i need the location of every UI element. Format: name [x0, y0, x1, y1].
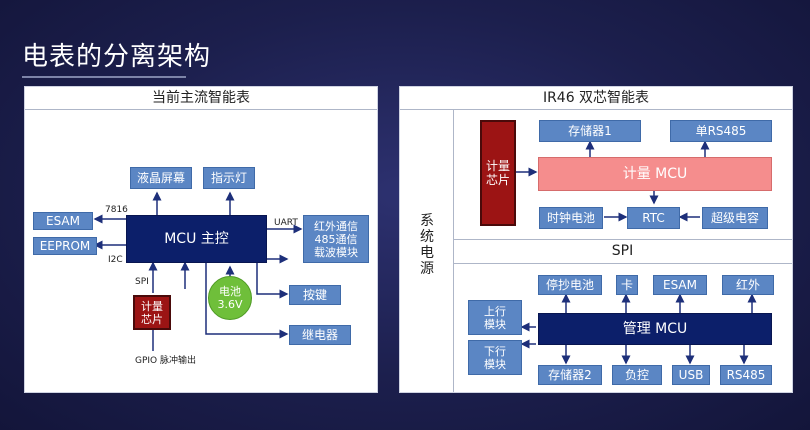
- esam-label: ESAM: [46, 214, 80, 228]
- label-7816: 7816: [105, 205, 128, 215]
- indicator-box: 指示灯: [203, 167, 255, 189]
- page-title: 电表的分离架构: [22, 42, 212, 72]
- right-wires: [516, 140, 757, 365]
- rtc-box: RTC: [627, 207, 680, 229]
- rs485-label: RS485: [726, 368, 766, 382]
- label-gpio: GPIO 脉冲输出: [135, 356, 197, 366]
- card-box: 卡: [616, 275, 638, 295]
- rs485-single-label: 单RS485: [695, 124, 747, 138]
- battery-circle: 电池 3.6V: [208, 276, 252, 320]
- infrared-label: 红外: [735, 278, 760, 292]
- load-control-box: 负控: [612, 365, 662, 385]
- meter-chip-label-right: 计量 芯片: [485, 159, 510, 187]
- meter-chip-box-right: 计量 芯片: [480, 120, 516, 226]
- infrared-box: 红外: [722, 275, 774, 295]
- label-uart: UART: [274, 218, 298, 228]
- rs485-single-box: 单RS485: [670, 120, 772, 142]
- uplink-label: 上行 模块: [484, 304, 506, 331]
- comm-label: 红外通信 485通信 载波模块: [314, 219, 358, 259]
- comm-box: 红外通信 485通信 载波模块: [303, 215, 369, 263]
- downlink-label: 下行 模块: [484, 344, 506, 371]
- meter-chip-label: 计量 芯片: [141, 299, 163, 326]
- load-control-label: 负控: [624, 368, 649, 382]
- mgmt-mcu-box: 管理 MCU: [538, 313, 772, 345]
- rtc-label: RTC: [642, 211, 665, 225]
- lcd-box: 液晶屏幕: [130, 167, 192, 189]
- clock-battery-box: 时钟电池: [539, 207, 603, 229]
- side-divider: [453, 109, 454, 392]
- label-i2c: I2C: [108, 255, 123, 265]
- left-wires: [93, 191, 303, 351]
- uplink-box: 上行 模块: [468, 300, 522, 335]
- spi-divider-top: [453, 239, 792, 240]
- keys-label: 按键: [302, 288, 327, 302]
- title-underline: [22, 76, 186, 78]
- esam-box-right: ESAM: [653, 275, 707, 295]
- clock-battery-label: 时钟电池: [546, 211, 595, 225]
- usb-box: USB: [672, 365, 710, 385]
- mcu-box: MCU 主控: [126, 215, 267, 263]
- esam-box: ESAM: [33, 212, 93, 230]
- supercap-box: 超级电容: [702, 207, 768, 229]
- lcd-label: 液晶屏幕: [136, 171, 185, 185]
- indicator-label: 指示灯: [210, 171, 247, 185]
- storage1-box: 存储器1: [539, 120, 641, 142]
- storage2-label: 存储器2: [548, 368, 592, 382]
- storage1-label: 存储器1: [568, 124, 612, 138]
- left-panel-header: 当前主流智能表: [25, 87, 377, 110]
- left-panel: 当前主流智能表 液晶屏幕 指示灯 MCU 主控 ESAM EEPROM 红外通信…: [24, 86, 378, 393]
- card-label: 卡: [620, 278, 633, 292]
- right-panel: IR46 双芯智能表 系 统 电 源 SPI: [399, 86, 793, 393]
- meter-mcu-box: 计量 MCU: [538, 157, 772, 191]
- spi-divider-bottom: [453, 263, 792, 264]
- spi-label: SPI: [611, 243, 634, 259]
- side-label: 系 统 电 源: [420, 213, 434, 277]
- outage-battery-box: 停抄电池: [538, 275, 602, 295]
- battery-label: 电池 3.6V: [217, 285, 243, 311]
- eeprom-label: EEPROM: [39, 239, 91, 253]
- right-panel-header: IR46 双芯智能表: [400, 87, 792, 110]
- downlink-box: 下行 模块: [468, 340, 522, 375]
- relay-box: 继电器: [289, 325, 351, 345]
- relay-label: 继电器: [301, 328, 338, 342]
- outage-battery-label: 停抄电池: [545, 278, 594, 292]
- esam-label-right: ESAM: [663, 278, 697, 292]
- rs485-box: RS485: [720, 365, 772, 385]
- keys-box: 按键: [289, 285, 341, 305]
- mgmt-mcu-label: 管理 MCU: [622, 321, 688, 337]
- meter-mcu-label: 计量 MCU: [622, 166, 688, 182]
- mcu-label: MCU 主控: [164, 231, 229, 247]
- supercap-label: 超级电容: [710, 211, 759, 225]
- label-spi: SPI: [135, 277, 149, 287]
- usb-label: USB: [678, 368, 704, 382]
- storage2-box: 存储器2: [538, 365, 602, 385]
- eeprom-box: EEPROM: [33, 237, 97, 255]
- meter-chip-box: 计量 芯片: [133, 295, 171, 330]
